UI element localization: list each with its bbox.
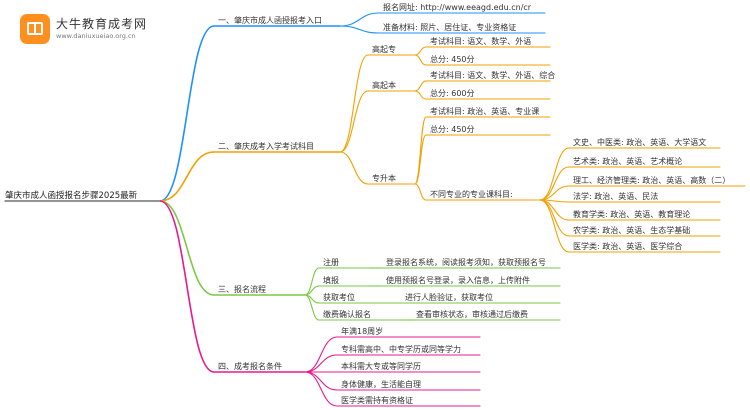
edge-b2-3-3 [414, 183, 427, 201]
mind-map-edges [4, 12, 746, 407]
node-b2-3-3[interactable]: 不同专业的专业课科目: [430, 189, 513, 199]
node-b2-3[interactable]: 专升本 [372, 173, 396, 183]
node-b3-3-1[interactable]: 进行人脸验证，获取考位 [405, 292, 493, 302]
node-b3-4-1[interactable]: 查看审核状态，审核通过后缴费 [416, 309, 528, 319]
node-b3-1[interactable]: 注册 [323, 257, 339, 267]
edge-b2-3-1 [414, 116, 427, 185]
node-b4-4[interactable]: 身体健康，生活能自理 [341, 379, 421, 389]
site-logo[interactable]: 大牛教育成考网 www.daniuxueiao.org.cn [20, 14, 180, 46]
book-icon [20, 14, 50, 44]
node-b2-3-2[interactable]: 总分: 450分 [430, 124, 475, 134]
node-b2-1-2[interactable]: 总分: 450分 [430, 54, 475, 64]
node-s2[interactable]: 艺术类: 政治、英语、艺术概论 [573, 156, 682, 166]
node-b2-3-1[interactable]: 考试科目: 政治、英语、专业课 [430, 106, 539, 116]
node-b2[interactable]: 二、肇庆成考入学考试科目 [218, 141, 314, 151]
node-s3[interactable]: 理工、经济管理类: 政治、英语、高数（二） [573, 175, 730, 185]
node-b4[interactable]: 四、成考报名条件 [218, 361, 282, 371]
edge-b2-3-2 [414, 134, 427, 185]
node-s6[interactable]: 农学类: 政治、英语、生态学基础 [573, 225, 690, 235]
node-b4-1[interactable]: 年满18周岁 [341, 326, 383, 336]
edge-b2-3 [339, 151, 369, 185]
node-b2-1-1[interactable]: 考试科目: 语文、数学、外语 [430, 36, 531, 46]
edge-b2-1 [339, 54, 369, 153]
edge-b3-4 [304, 294, 320, 321]
node-b2-2-2[interactable]: 总分: 600分 [430, 88, 475, 98]
node-s5[interactable]: 教育学类: 政治、英语、教育理论 [573, 209, 690, 219]
node-b3-2[interactable]: 填报 [323, 275, 339, 285]
node-s1[interactable]: 文史、中医类: 政治、英语、大学语文 [573, 137, 706, 147]
node-root[interactable]: 肇庆市成人函授报名步骤2025最新 [5, 190, 138, 201]
edge-b2-1-2 [414, 54, 427, 66]
edge-b1-1 [339, 12, 380, 27]
node-b3-2-1[interactable]: 使用预报名号登录，录入信息，上传附件 [386, 275, 530, 285]
mind-map-nodes: 肇庆市成人函授报名步骤2025最新 一、肇庆市成人函授报考入口 报名网址: http… [5, 2, 730, 405]
edge-b2-1-1 [414, 46, 427, 56]
node-b3-3[interactable]: 获取考位 [323, 292, 355, 302]
edge-b4 [159, 200, 215, 373]
node-b2-2-1[interactable]: 考试科目: 语文、数学、外语、综合 [430, 70, 555, 80]
edge-s7 [539, 199, 570, 253]
edge-b2-2-2 [414, 90, 427, 100]
node-b4-2[interactable]: 专科需高中、中专学历或同等学力 [341, 344, 461, 354]
edge-b4-1 [304, 336, 338, 373]
edge-b1 [159, 25, 215, 202]
node-b4-3[interactable]: 本科需大专或等同学历 [341, 361, 421, 371]
edge-s2 [539, 166, 570, 201]
node-b4-5[interactable]: 医学类需持有资格证 [341, 395, 413, 405]
edge-s6 [539, 199, 570, 237]
node-s7[interactable]: 医学类: 政治、英语、医学综合 [573, 241, 682, 251]
edge-b2-2-1 [414, 80, 427, 92]
edge-b4-5 [304, 371, 338, 407]
node-b1-1[interactable]: 报名网址: http://www.eeagd.edu.cn/cr [383, 2, 532, 12]
node-b1-2[interactable]: 准备材料: 照片、居住证、专业资格证 [383, 22, 516, 32]
node-s4[interactable]: 法学: 政治、英语、民法 [573, 191, 658, 201]
logo-title: 大牛教育成考网 [56, 17, 148, 31]
node-b2-1[interactable]: 高起专 [372, 44, 396, 54]
edge-b1-2 [339, 25, 380, 34]
edge-b3 [159, 200, 215, 296]
edge-b4-2 [304, 354, 338, 373]
node-b3[interactable]: 三、报名流程 [218, 284, 266, 294]
edge-b2-2 [339, 90, 369, 153]
edge-b2 [159, 151, 215, 202]
edge-b4-4 [304, 371, 338, 391]
node-b3-1-1[interactable]: 登录报名系统，阅读报考须知，获取预报名号 [386, 257, 546, 267]
logo-url: www.daniuxueiao.org.cn [56, 32, 136, 40]
node-b3-4[interactable]: 缴费确认报名 [323, 309, 371, 319]
edge-s1 [539, 147, 570, 201]
node-b1[interactable]: 一、肇庆市成人函授报考入口 [218, 15, 322, 25]
node-b2-2[interactable]: 高起本 [372, 80, 396, 90]
